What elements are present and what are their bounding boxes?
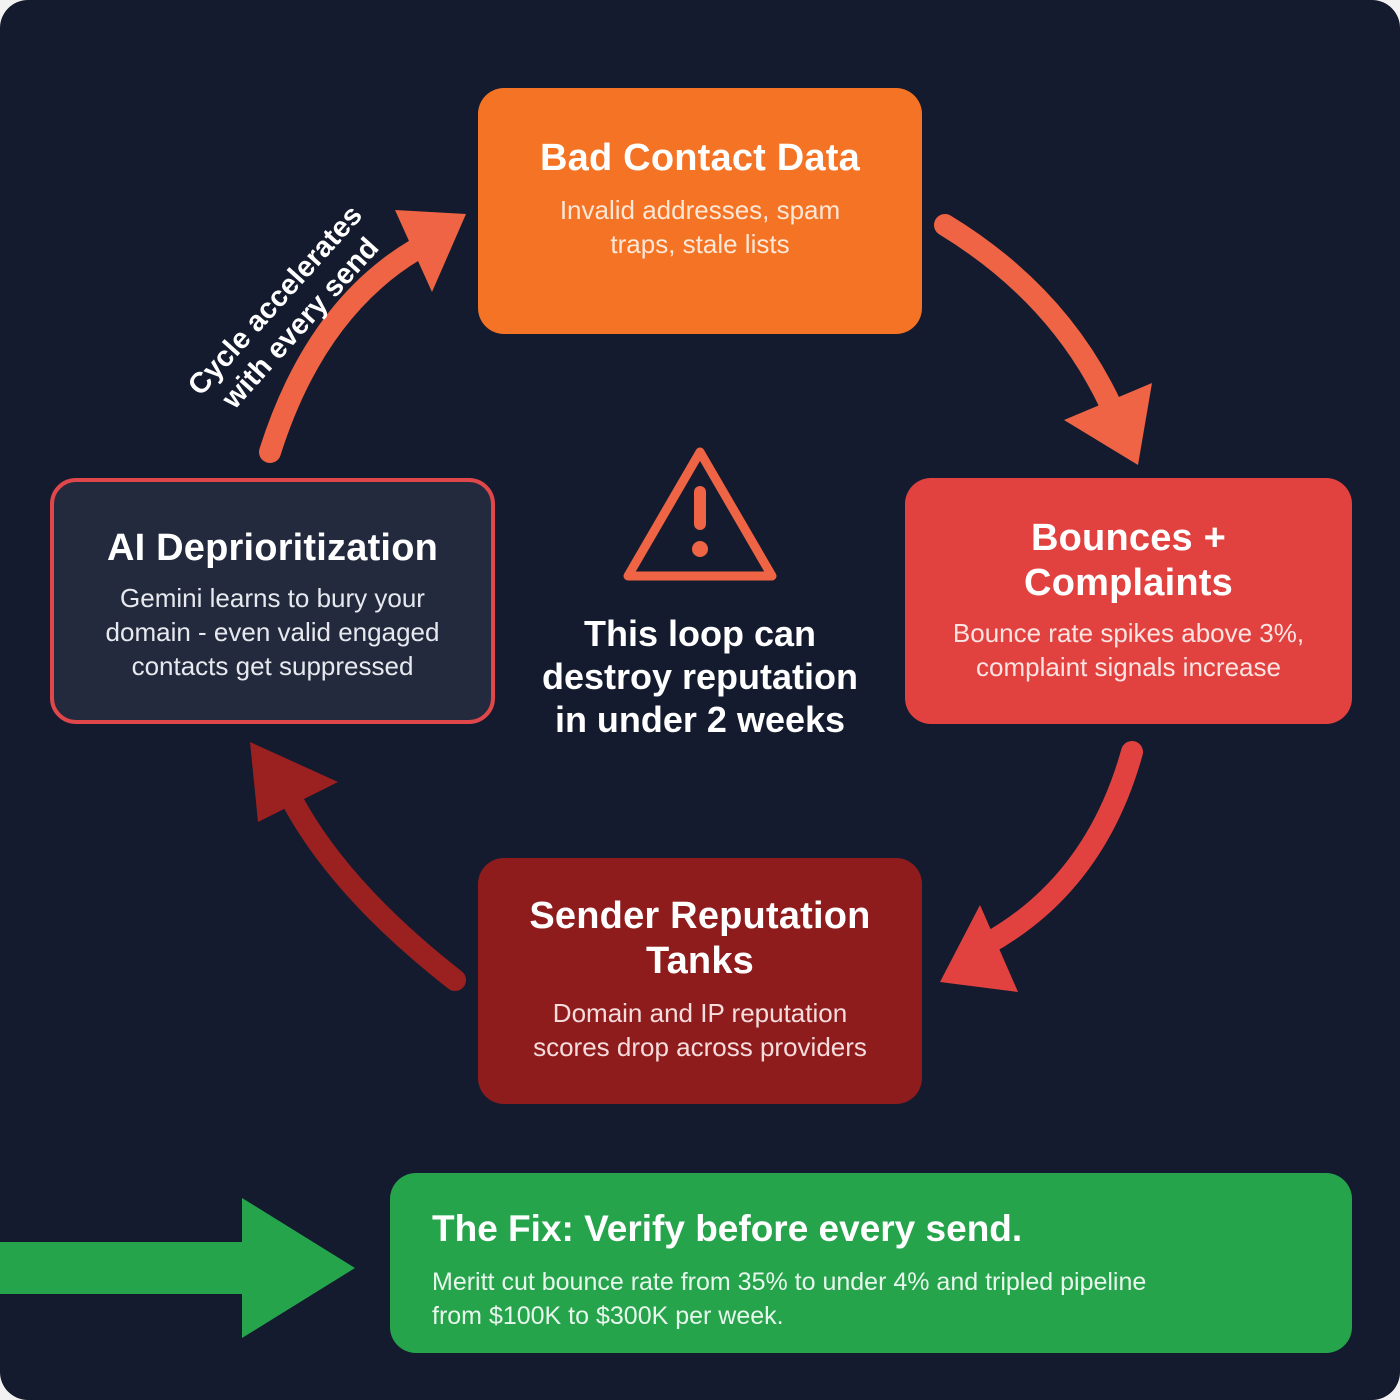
node-description: Gemini learns to bury your domain - even… xyxy=(54,581,491,683)
node-bad-contact-data: Bad Contact Data Invalid addresses, spam… xyxy=(478,88,922,334)
fix-desc-line: Meritt cut bounce rate from 35% to under… xyxy=(432,1268,1147,1296)
node-description: Invalid addresses, spam traps, stale lis… xyxy=(478,193,922,261)
center-warning-message: This loop can destroy reputation in unde… xyxy=(500,612,900,741)
title-line: Tanks xyxy=(645,940,754,982)
desc-line: Bounce rate spikes above 3%, xyxy=(952,618,1305,648)
node-sender-reputation-tanks: Sender Reputation Tanks Domain and IP re… xyxy=(478,858,922,1104)
arrow-sender-to-ai xyxy=(250,742,466,991)
fix-description: Meritt cut bounce rate from 35% to under… xyxy=(432,1265,1312,1333)
node-ai-deprioritization: AI Deprioritization Gemini learns to bur… xyxy=(50,478,495,724)
node-bounces-complaints: Bounces + Complaints Bounce rate spikes … xyxy=(905,478,1352,724)
desc-line: Domain and IP reputation xyxy=(552,998,848,1028)
desc-line: traps, stale lists xyxy=(610,229,790,259)
desc-line: Invalid addresses, spam xyxy=(559,195,841,225)
fix-callout: The Fix: Verify before every send. Merit… xyxy=(390,1173,1352,1353)
node-title: Bounces + Complaints xyxy=(905,516,1352,606)
node-title: AI Deprioritization xyxy=(106,527,439,569)
fix-desc-line: from $100K to $300K per week. xyxy=(432,1302,784,1330)
node-title: Bad Contact Data xyxy=(540,137,860,179)
arrow-bounces-to-sender xyxy=(940,741,1143,992)
center-line: destroy reputation xyxy=(541,656,859,697)
title-line: Bounces + xyxy=(1030,517,1227,559)
desc-line: domain - even valid engaged xyxy=(105,617,440,647)
desc-line: scores drop across providers xyxy=(533,1032,867,1062)
arrow-ai-to-bad xyxy=(259,210,466,463)
arrow-bad-to-bounces xyxy=(934,214,1152,465)
title-line: Sender Reputation xyxy=(529,895,871,937)
title-line: Complaints xyxy=(1024,562,1233,604)
node-description: Domain and IP reputation scores drop acr… xyxy=(478,996,922,1064)
node-title: Sender Reputation Tanks xyxy=(478,894,922,984)
right-arrow-icon xyxy=(0,1198,355,1338)
desc-line: Gemini learns to bury your xyxy=(120,583,425,613)
warning-triangle-icon xyxy=(623,447,777,581)
center-line: in under 2 weeks xyxy=(554,699,846,740)
node-description: Bounce rate spikes above 3%, complaint s… xyxy=(905,616,1352,684)
center-line: This loop can xyxy=(583,613,816,654)
desc-line: complaint signals increase xyxy=(976,652,1281,682)
fix-title: The Fix: Verify before every send. xyxy=(432,1208,1023,1249)
desc-line: contacts get suppressed xyxy=(131,651,414,681)
